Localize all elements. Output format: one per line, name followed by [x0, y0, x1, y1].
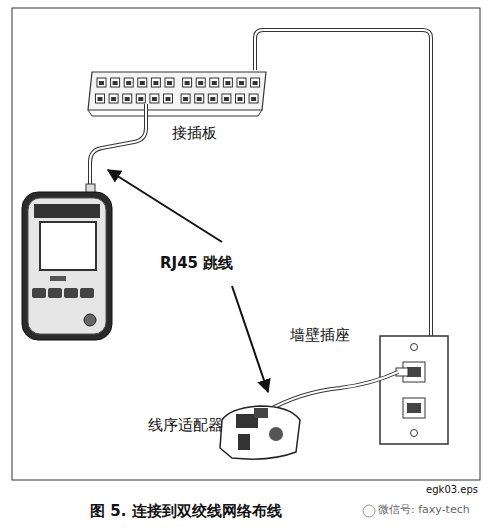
patch-port-jack	[111, 97, 116, 101]
patch-port-jack	[98, 97, 103, 101]
patch-port	[222, 94, 231, 103]
file-name: egk03.eps	[426, 484, 478, 496]
patch-port	[196, 78, 205, 87]
part-label: 墙壁插座	[290, 326, 350, 344]
cable-inner	[255, 30, 431, 340]
part-label: 接插板	[172, 124, 217, 142]
patch-port	[181, 94, 190, 103]
callout-arrow	[108, 170, 222, 242]
patch-port-jack	[125, 97, 130, 101]
adapter-cord-outer	[265, 372, 398, 412]
patch-port-jack	[140, 81, 145, 85]
callout-arrow	[232, 286, 268, 392]
patch-port	[208, 94, 217, 103]
wiremap-adapter	[220, 406, 300, 459]
patch-port	[136, 94, 145, 103]
patch-port-jack	[239, 81, 244, 85]
patch-port	[151, 78, 160, 87]
wall-outlet	[380, 336, 448, 444]
patch-port-jack	[198, 81, 203, 85]
patch-port	[165, 78, 174, 87]
patch-port	[195, 94, 204, 103]
patch-port	[164, 94, 173, 103]
patch-port	[138, 78, 147, 87]
patch-port-jack	[212, 81, 217, 85]
patch-port-jack	[197, 97, 202, 101]
patch-port-jack	[183, 97, 188, 101]
figure-caption: 图 5. 连接到双绞线网络布线	[90, 502, 282, 520]
patch-port-jack	[99, 81, 104, 85]
patch-port	[123, 94, 132, 103]
patch-port	[150, 94, 159, 103]
patch-port-jack	[224, 97, 229, 101]
part-label: 线序适配器	[148, 416, 223, 434]
patch-port-jack	[138, 97, 143, 101]
patch-port	[97, 78, 106, 87]
patch-port-jack	[126, 81, 131, 85]
patch-port-jack	[152, 97, 157, 101]
patch-port	[124, 78, 133, 87]
patch-port-jack	[210, 97, 215, 101]
patch-port-jack	[153, 81, 158, 85]
patch-port	[111, 78, 120, 87]
cable-tester	[22, 184, 112, 340]
patch-port-jack	[238, 97, 243, 101]
patch-panel	[88, 72, 266, 116]
patch-port	[251, 78, 260, 87]
patch-port-jack	[167, 81, 172, 85]
patch-port-jack	[166, 97, 171, 101]
patch-cord-outer	[90, 104, 146, 186]
patch-port-jack	[225, 81, 230, 85]
patch-port	[236, 94, 245, 103]
patch-port-jack	[185, 81, 190, 85]
patch-port	[183, 78, 192, 87]
patch-port	[237, 78, 246, 87]
patch-port	[96, 94, 105, 103]
patch-port	[210, 78, 219, 87]
patch-cord-inner	[90, 104, 146, 186]
part-label: RJ45 跳线	[160, 254, 233, 272]
watermark: 微信号: faxy-tech	[378, 503, 470, 516]
patch-port	[109, 94, 118, 103]
patch-port-jack	[251, 97, 256, 101]
cable-outer	[255, 30, 431, 340]
patch-port-jack	[113, 81, 118, 85]
frame	[12, 8, 480, 480]
adapter-cord-inner	[265, 372, 398, 412]
patch-port	[223, 78, 232, 87]
patch-port-jack	[253, 81, 258, 85]
patch-port	[249, 94, 258, 103]
watermark-icon	[363, 505, 375, 517]
